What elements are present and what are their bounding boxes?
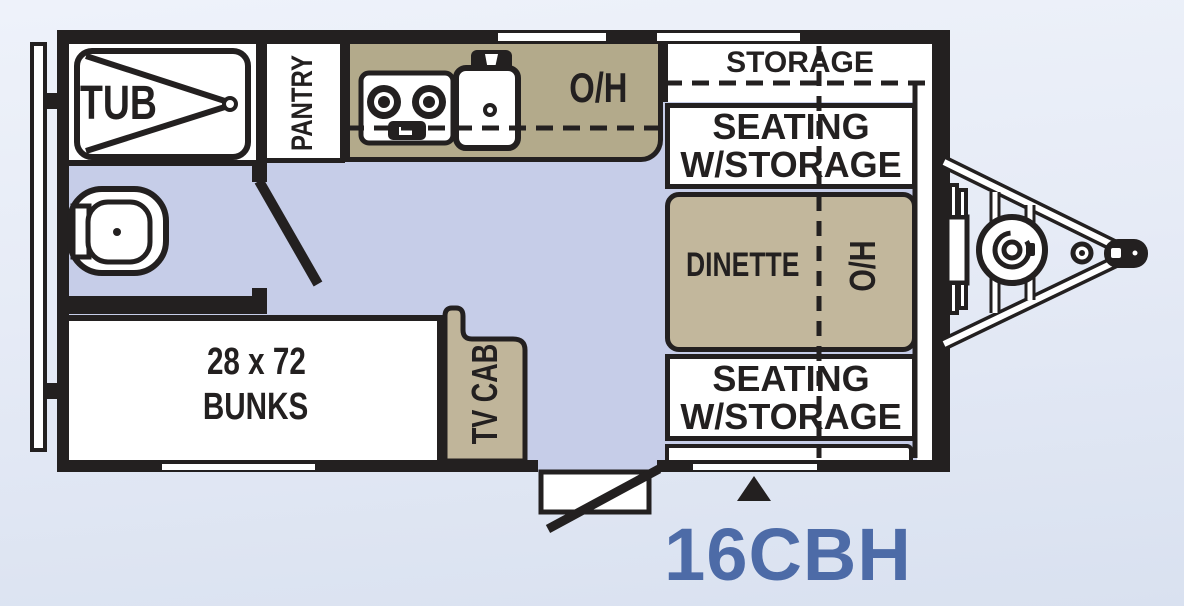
window-kitchen [498, 33, 606, 41]
entry-marker-icon [737, 476, 771, 501]
rear-bumper-icon [30, 42, 47, 452]
model-label: 16CBH [664, 512, 912, 596]
bumper-mount-top [46, 93, 58, 109]
tub-label: TUB [80, 76, 157, 130]
pantry-label: PANTRY [286, 55, 319, 151]
seating-front-label: SEATING W/STORAGE [680, 106, 902, 185]
dinette-label: DINETTE [686, 245, 800, 284]
wall-right [932, 30, 950, 472]
dinette-overhead-label: O/H [841, 240, 883, 292]
dinette-table [665, 192, 917, 352]
seating-rear-label: SEATING W/STORAGE [680, 358, 902, 437]
seating-front-box [665, 103, 917, 189]
wall-left [57, 30, 69, 472]
propane-tank-icon [976, 214, 1048, 286]
trailer-tongue [941, 156, 1148, 350]
window-bunks [162, 464, 315, 470]
pantry-cabinet [262, 44, 345, 163]
window-seating [693, 464, 817, 470]
storage-label: STORAGE [726, 46, 874, 79]
window-front [657, 33, 800, 41]
tv-cabinet-label: TV CAB [464, 343, 505, 445]
kitchen-overhead-label: O/H [568, 64, 628, 111]
bunks-bed [69, 315, 443, 460]
tongue-jack-icon [1070, 241, 1094, 265]
bunks-label: 28 x 72 BUNKS [203, 341, 309, 428]
hitch-coupler-icon [1104, 239, 1148, 268]
bathroom-door-jamb [252, 162, 267, 182]
storage-compartment [663, 44, 937, 102]
entry-step-icon [538, 469, 652, 515]
front-wall-gap [917, 84, 932, 460]
bathroom-wall-stub [252, 288, 267, 314]
seating-base-box [665, 444, 913, 460]
bathroom-wall [69, 296, 267, 314]
bumper-mount-bottom [46, 383, 58, 399]
entry-door-opening [538, 460, 657, 472]
